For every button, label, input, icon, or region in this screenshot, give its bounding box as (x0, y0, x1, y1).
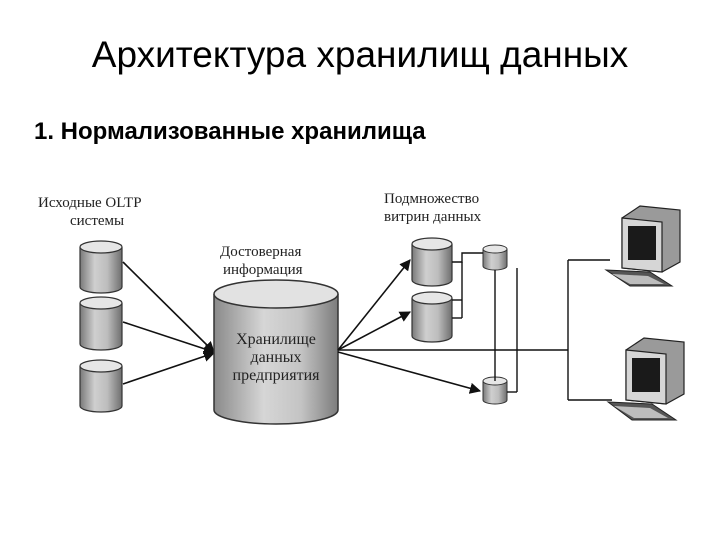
mart-connectors (452, 252, 518, 393)
oltp-database-icon (79, 240, 123, 294)
data-mart-icon (411, 291, 453, 343)
source-systems-label-2: системы (70, 213, 124, 229)
enterprise-warehouse-icon (213, 279, 339, 425)
warehouse-label: Хранилище (236, 331, 316, 348)
warehouse-label-3: предприятия (233, 367, 321, 384)
data-marts-label: Подмножество (384, 191, 479, 207)
oltp-database-icon (79, 296, 123, 351)
trusted-info-label-2: информация (223, 262, 303, 278)
slide-subtitle: 1. Нормализованные хранилища (34, 118, 426, 145)
trusted-info-label: Достоверная (220, 244, 301, 260)
slide-title: Архитектура хранилищ данных (91, 34, 629, 75)
data-mart-icon (411, 237, 453, 287)
warehouse-label-2: данных (250, 349, 301, 366)
source-systems-label: Исходные OLTP (38, 195, 142, 211)
source-arrows (122, 261, 216, 385)
data-marts-label-2: витрин данных (384, 209, 482, 225)
network-lines (338, 259, 612, 401)
workstation-icon (606, 337, 685, 421)
oltp-database-icon (79, 359, 123, 413)
sub-mart-icon (482, 244, 508, 271)
workstation-icon (604, 205, 681, 287)
mart-arrows (337, 259, 482, 394)
sub-mart-icon (482, 376, 508, 405)
